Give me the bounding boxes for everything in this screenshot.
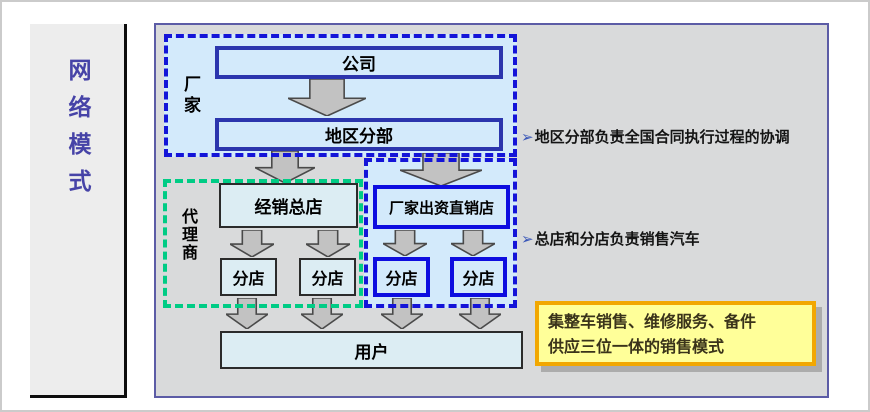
page-title: 网络模式 — [64, 58, 91, 206]
down-arrow-company-to-regional — [288, 79, 366, 116]
triangle-bullet-icon: ➢ — [521, 230, 534, 248]
highlight-note-line2: 供应三位一体的销售模式 — [548, 336, 725, 356]
highlight-note-line1: 集整车销售、维修服务、备件 — [548, 312, 757, 331]
factory-group-label: 厂家 — [180, 75, 200, 117]
down-arrow-branch4-to-users — [459, 298, 501, 329]
factory-direct-store-box: 厂家出资直销店 — [373, 185, 510, 229]
agent-branch-store-left-box: 分店 — [220, 258, 277, 296]
agent-region-frame — [163, 179, 363, 308]
company-box: 公司 — [215, 46, 503, 79]
direct-region-frame — [364, 158, 517, 308]
factory-region-frame — [164, 34, 517, 157]
annotation-sales-text: 总店和分店负责销售汽车 — [534, 230, 700, 248]
down-arrow-headstore-to-branch-left — [230, 230, 274, 257]
down-arrow-directstore-to-branch-right — [451, 230, 495, 256]
direct-branch-store-right-box: 分店 — [450, 257, 507, 297]
annotation-regional: ➢地区分部负责全国合同执行过程的协调 — [521, 126, 790, 147]
triangle-bullet-icon: ➢ — [521, 128, 534, 146]
regional-division-box: 地区分部 — [215, 118, 503, 151]
down-arrow-headstore-to-branch-right — [306, 230, 350, 257]
distribution-head-store-box: 经销总店 — [219, 183, 358, 228]
annotation-sales: ➢总店和分店负责销售汽车 — [521, 228, 700, 249]
down-arrow-branch1-to-users — [226, 298, 268, 329]
highlight-note: 集整车销售、维修服务、备件 供应三位一体的销售模式 — [535, 301, 816, 366]
agent-group-label: 代理商 — [179, 208, 198, 262]
direct-branch-store-left-box: 分店 — [373, 257, 430, 297]
down-arrow-branch2-to-users — [301, 298, 343, 329]
annotation-regional-text: 地区分部负责全国合同执行过程的协调 — [534, 128, 790, 146]
down-arrow-directstore-to-branch-left — [383, 230, 427, 256]
users-box: 用户 — [220, 331, 523, 369]
sidebar: 网络模式 — [30, 24, 127, 398]
down-arrow-branch3-to-users — [381, 298, 423, 329]
agent-branch-store-right-box: 分店 — [299, 258, 356, 296]
